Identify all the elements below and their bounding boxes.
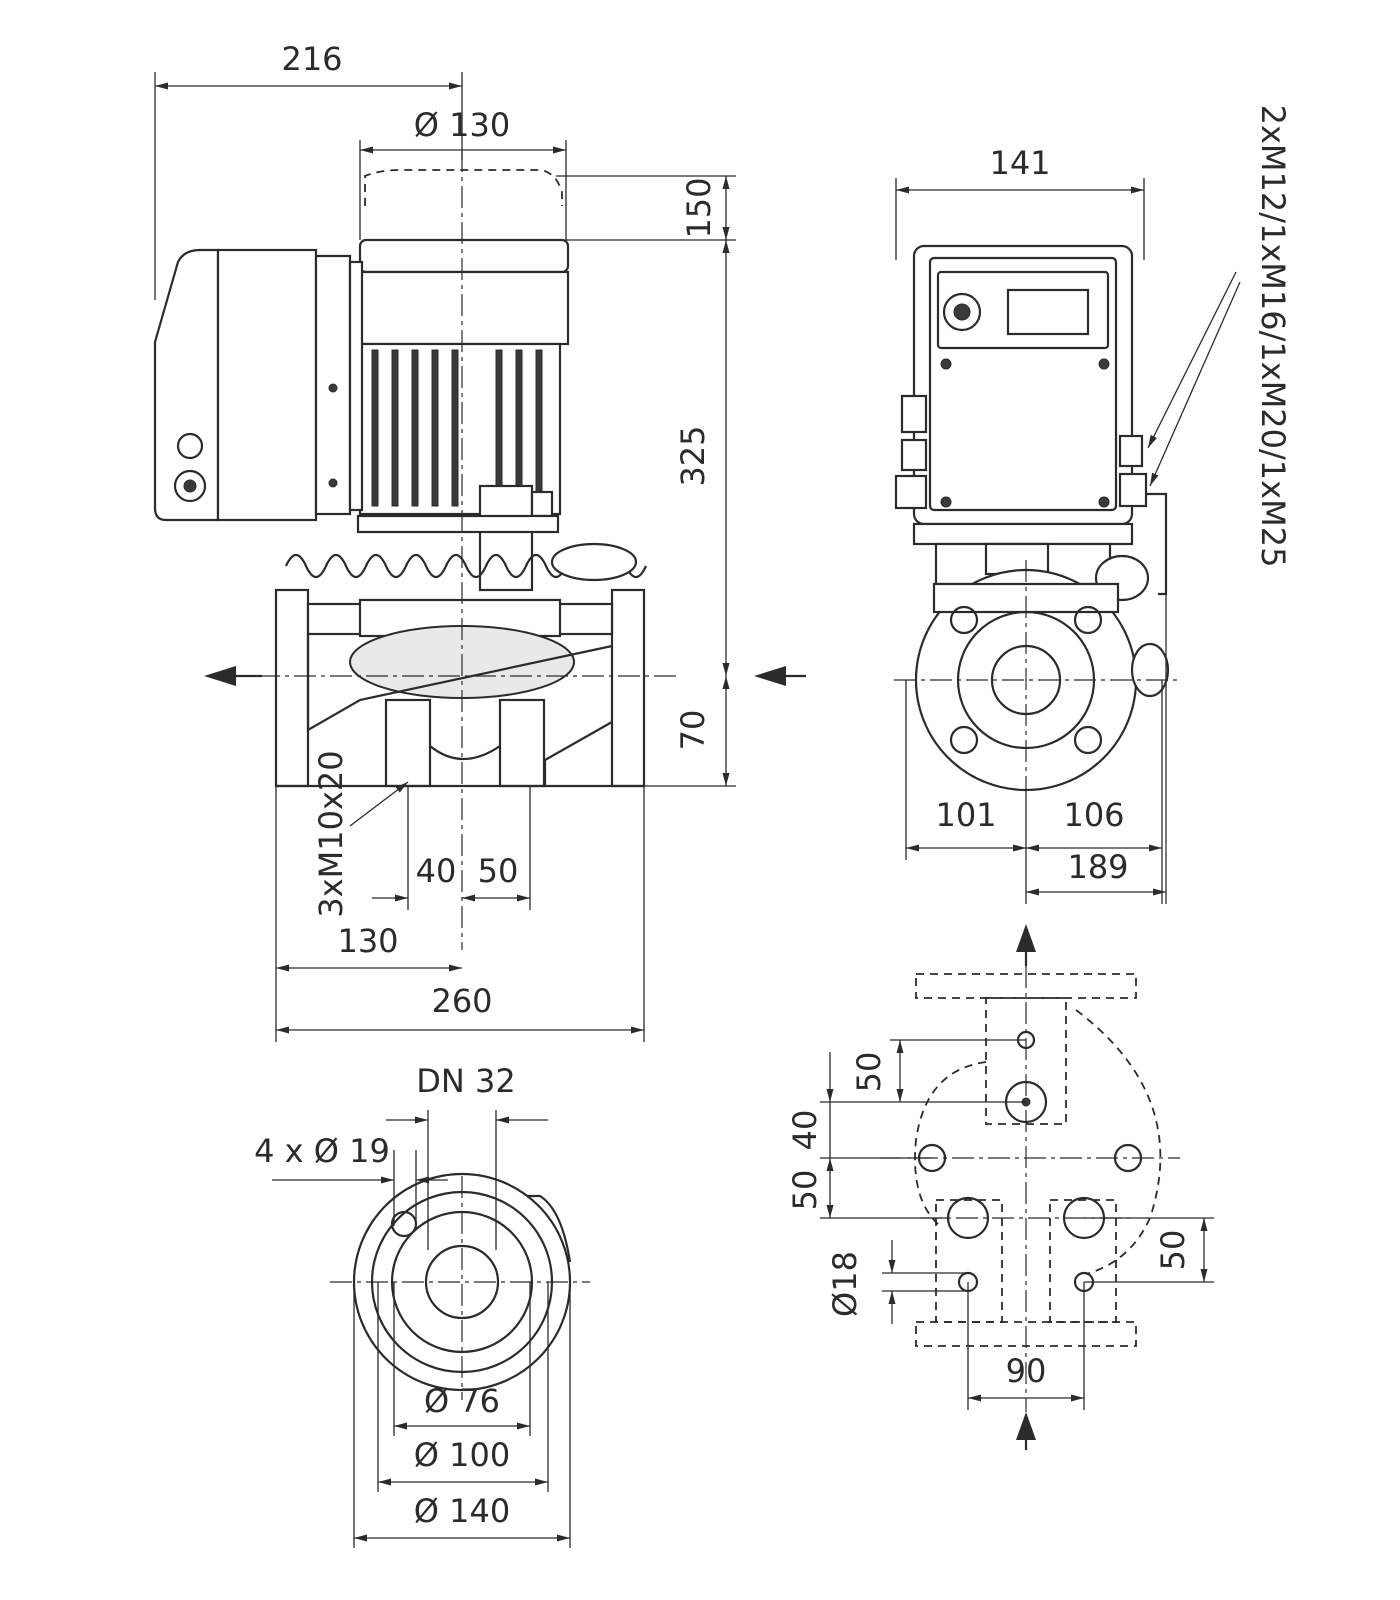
cable-gland-spec: 2xM12/1xM16/1xM20/1xM25 <box>1254 105 1292 568</box>
flange-view <box>330 1172 590 1400</box>
dim-106: 106 <box>1063 796 1124 834</box>
dim-base-50-right: 50 <box>1154 1230 1192 1271</box>
dim-base-90: 90 <box>1006 1352 1047 1390</box>
side-view <box>894 244 1180 792</box>
dim-325: 325 <box>674 425 712 486</box>
motor-fins <box>371 349 543 507</box>
dim-101: 101 <box>935 796 996 834</box>
dim-bolt-holes: 4 x Ø 19 <box>254 1132 390 1170</box>
front-view-dimensions <box>154 72 736 1042</box>
dim-189: 189 <box>1067 848 1128 886</box>
side-view-dimensions <box>895 178 1241 904</box>
side-view-labels: 141 2xM12/1xM16/1xM20/1xM25 101 106 189 <box>935 105 1292 886</box>
dim-40: 40 <box>416 852 457 890</box>
dim-d100: Ø 100 <box>414 1436 510 1474</box>
base-plan-labels: 50 40 50 50 Ø18 90 <box>786 1052 1192 1390</box>
dim-motor-diameter: Ø 130 <box>414 106 510 144</box>
dim-nominal-size: DN 32 <box>416 1062 515 1100</box>
dim-141: 141 <box>989 144 1050 182</box>
dim-50: 50 <box>478 852 519 890</box>
flange-view-dimensions <box>272 1110 571 1548</box>
front-view-labels: 216 Ø 130 150 325 70 3xM10x20 40 50 130 … <box>281 40 718 1020</box>
flange-view-labels: DN 32 4 x Ø 19 Ø 76 Ø 100 Ø 140 <box>254 1062 516 1530</box>
dim-216: 216 <box>281 40 342 78</box>
dim-base-40: 40 <box>786 1110 824 1151</box>
dim-d140: Ø 140 <box>414 1492 510 1530</box>
dim-130: 130 <box>337 922 398 960</box>
dim-150: 150 <box>680 177 718 238</box>
dim-foot-thread: 3xM10x20 <box>312 750 350 917</box>
dim-70: 70 <box>674 710 712 751</box>
front-view <box>153 150 806 950</box>
dim-d76: Ø 76 <box>424 1382 500 1420</box>
dim-base-hole: Ø18 <box>826 1251 864 1317</box>
base-plan-dimensions <box>820 1039 1214 1410</box>
dim-base-50-top: 50 <box>850 1052 888 1093</box>
dim-260: 260 <box>431 982 492 1020</box>
dim-base-50-left: 50 <box>786 1170 824 1211</box>
